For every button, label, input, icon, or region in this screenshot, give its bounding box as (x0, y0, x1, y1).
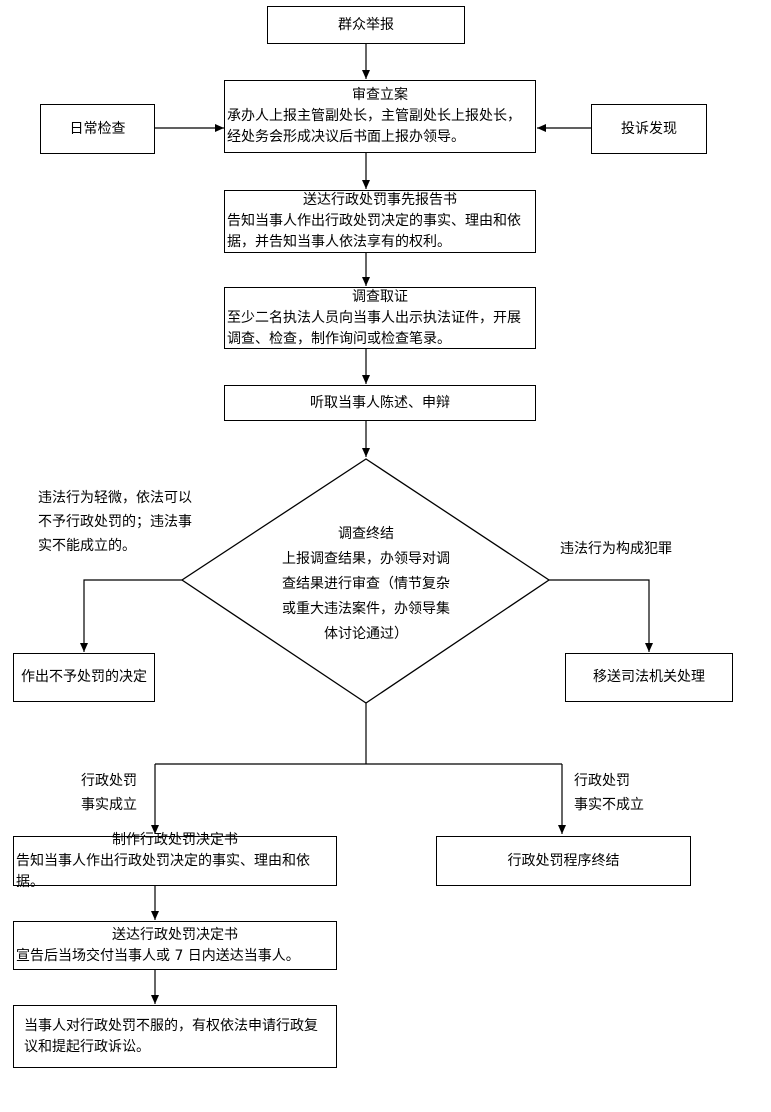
node-decision: 制作行政处罚决定书 告知当事人作出行政处罚决定的事实、理由和依据。 (13, 832, 337, 890)
arrow-diamond-to-no-penalty (80, 579, 182, 652)
node-daily-check: 日常检查 (40, 104, 155, 154)
label-minor-violation: 违法行为轻微，依法可以 不予行政处罚的；违法事 实不能成立的。 (38, 490, 192, 554)
node-conclusion-line: 上报调查结果，办领导对调 (282, 551, 450, 567)
node-deliver-body: 宣告后当场交付当事人或 7 日内送达当事人。 (16, 947, 300, 964)
node-no-penalty: 作出不予处罚的决定 (13, 653, 155, 702)
node-appeal: 当事人对行政处罚不服的，有权依法申请行政复议和提起行政诉讼。 (13, 1005, 337, 1068)
node-hearing: 听取当事人陈述、申辩 (224, 385, 536, 421)
node-filing: 审查立案 承办人上报主管副处长，主管副处长上报处长，经处务会形成决议后书面上报办… (224, 80, 536, 153)
label-crime: 违法行为构成犯罪 (560, 541, 672, 557)
node-deliver: 送达行政处罚决定书 宣告后当场交付当事人或 7 日内送达当事人。 (13, 921, 337, 970)
label-established: 行政处罚 事实成立 (81, 773, 137, 813)
arrow-diamond-to-transfer (549, 579, 653, 652)
node-conclusion-title: 调查终结 (338, 526, 394, 542)
node-conclusion-text: 调查终结 上报调查结果，办领导对调 查结果进行审查（情节复杂 或重大违法案件，办… (270, 522, 462, 647)
node-investigate-title: 调查取证 (352, 288, 408, 305)
node-notice-title: 送达行政处罚事先报告书 (303, 192, 457, 208)
node-terminate: 行政处罚程序终结 (436, 836, 691, 886)
node-complaint: 投诉发现 (591, 104, 707, 154)
node-decision-title: 制作行政处罚决定书 (112, 831, 238, 848)
node-conclusion-line: 体讨论通过） (324, 626, 408, 642)
node-conclusion-line: 或重大违法案件，办领导集 (282, 601, 450, 617)
label-not-established: 行政处罚 事实不成立 (574, 773, 644, 813)
node-notice-body: 告知当事人作出行政处罚决定的事实、理由和依据，并告知当事人依法享有的权利。 (227, 213, 521, 250)
node-filing-title: 审查立案 (352, 87, 408, 103)
node-notice: 送达行政处罚事先报告书 告知当事人作出行政处罚决定的事实、理由和依据，并告知当事… (224, 190, 536, 253)
node-report: 群众举报 (267, 6, 465, 44)
node-transfer: 移送司法机关处理 (565, 653, 733, 702)
node-decision-body: 告知当事人作出行政处罚决定的事实、理由和依据。 (16, 852, 310, 890)
node-conclusion-line: 查结果进行审查（情节复杂 (282, 576, 450, 592)
node-investigate-body: 至少二名执法人员向当事人出示执法证件，开展调查、检查，制作询问或检查笔录。 (227, 309, 521, 347)
node-deliver-title: 送达行政处罚决定书 (112, 926, 238, 943)
node-investigate: 调查取证 至少二名执法人员向当事人出示执法证件，开展调查、检查，制作询问或检查笔… (224, 287, 536, 349)
node-filing-body: 承办人上报主管副处长，主管副处长上报处长，经处务会形成决议后书面上报办领导。 (227, 108, 521, 145)
